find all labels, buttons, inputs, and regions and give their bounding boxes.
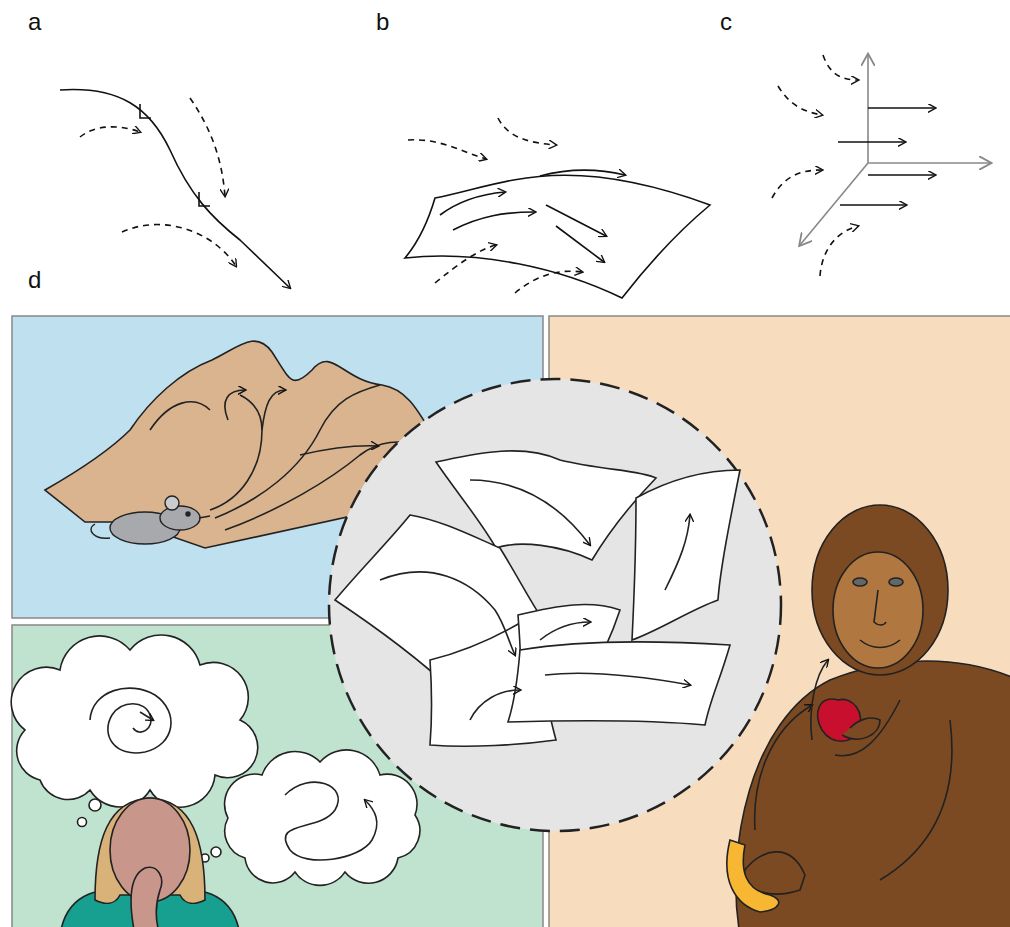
label-slot: b (376, 10, 389, 34)
mouse (91, 496, 210, 544)
label-slot: c (720, 10, 732, 34)
panel-label: c (720, 10, 732, 34)
label-slot: a (28, 10, 41, 34)
panel-label: d (28, 268, 41, 292)
person (60, 798, 240, 927)
label-slot: d (28, 268, 41, 292)
vector-field-panel (772, 55, 990, 276)
trajectory-panel (60, 90, 290, 288)
panel-label: b (376, 10, 389, 34)
manifold-panel (405, 118, 710, 298)
shared-manifolds (329, 379, 781, 831)
panel-label: a (28, 10, 41, 34)
